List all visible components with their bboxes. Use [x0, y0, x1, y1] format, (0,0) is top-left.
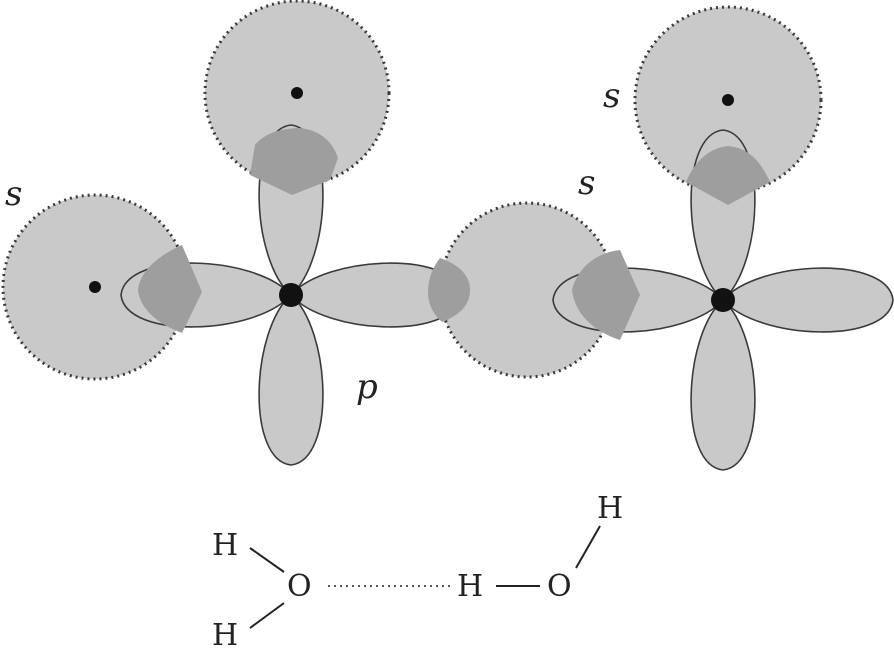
atom-o-right: O — [547, 569, 572, 604]
atom-h-top-right: H — [597, 491, 623, 526]
overlap-top-right — [686, 146, 770, 205]
water-dimer-formula: H H O H O H — [212, 491, 623, 650]
oxygen-nucleus-left — [279, 283, 303, 307]
overlap-middle — [428, 258, 470, 322]
atom-h-bottom-left: H — [212, 618, 238, 650]
atom-h-bridge: H — [457, 569, 483, 604]
bond-h-o-top-left — [249, 547, 285, 573]
oxygen-nucleus-right — [711, 288, 735, 312]
s-label-left: s — [5, 174, 22, 214]
hydrogen-nucleus-left — [89, 281, 101, 293]
s-label-middle: s — [578, 163, 595, 203]
hydrogen-nucleus-top-right — [722, 94, 734, 106]
overlap-regions — [138, 128, 770, 340]
atom-h-top-left: H — [212, 528, 238, 563]
s-label-top-right: s — [603, 76, 620, 116]
hydrogen-nucleus-top-left — [291, 87, 303, 99]
bond-o-h-top-right — [575, 525, 601, 569]
overlap-right — [572, 250, 640, 340]
bond-h-o-bottom-left — [249, 602, 285, 629]
nuclei — [89, 87, 735, 312]
atom-o-left: O — [287, 569, 312, 604]
overlap-left — [138, 245, 202, 333]
p-label-left: p — [356, 367, 378, 407]
overlap-top — [250, 128, 338, 195]
